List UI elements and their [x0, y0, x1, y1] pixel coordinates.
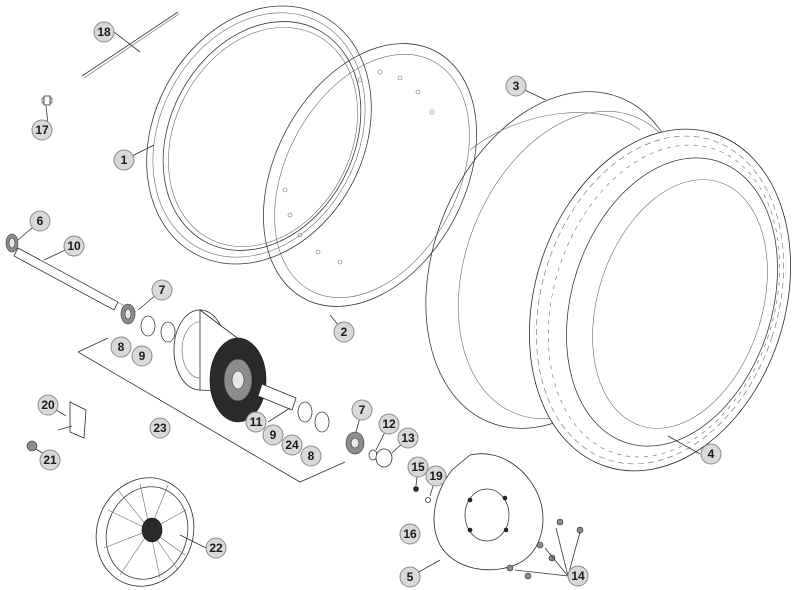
- svg-text:19: 19: [429, 469, 443, 483]
- rim-band-part: [263, 43, 477, 307]
- spacer-right-part: [257, 383, 330, 433]
- svg-text:9: 9: [139, 349, 146, 363]
- spacer-left-part: [140, 315, 176, 343]
- callout-20: 20: [37, 394, 59, 416]
- callout-21: 21: [39, 449, 61, 471]
- callout-5: 5: [399, 566, 421, 588]
- svg-text:8: 8: [308, 449, 315, 463]
- svg-text:17: 17: [35, 123, 49, 137]
- rim-part: [146, 5, 372, 265]
- svg-text:14: 14: [571, 569, 585, 583]
- svg-text:5: 5: [407, 570, 414, 584]
- callout-10: 10: [63, 235, 85, 257]
- bearing-right-part: [345, 431, 365, 455]
- callout-7-left: 7: [151, 279, 173, 301]
- callout-6: 6: [29, 210, 51, 232]
- bearing-left-part: [120, 303, 136, 325]
- svg-text:3: 3: [513, 79, 520, 93]
- svg-text:21: 21: [43, 453, 57, 467]
- axle-nut-part: [375, 448, 393, 468]
- rim-lock-part: [57, 401, 87, 439]
- callout-13: 13: [397, 427, 419, 449]
- svg-text:4: 4: [708, 447, 715, 461]
- callout-15: 15: [407, 456, 429, 478]
- svg-text:18: 18: [97, 25, 111, 39]
- callout-12: 12: [378, 413, 400, 435]
- assembly-bracket: [77, 337, 346, 483]
- svg-text:2: 2: [341, 325, 348, 339]
- callout-23: 23: [149, 417, 171, 439]
- callout-9-right: 9: [262, 424, 284, 446]
- disc-bolt-part: [413, 486, 431, 503]
- callout-18: 18: [93, 21, 115, 43]
- callout-8-left: 8: [110, 336, 132, 358]
- disc-screws-part: [506, 518, 584, 580]
- svg-text:7: 7: [359, 403, 366, 417]
- callout-24: 24: [281, 434, 303, 456]
- svg-text:9: 9: [270, 428, 277, 442]
- callout-11: 11: [245, 411, 267, 433]
- tyre-part: [528, 128, 792, 472]
- svg-text:15: 15: [411, 460, 425, 474]
- hub-part: [173, 309, 267, 423]
- callout-9-left: 9: [131, 345, 153, 367]
- svg-text:23: 23: [153, 421, 167, 435]
- spoke-nipple-part: [41, 95, 53, 106]
- rim-lock-nut-part: [26, 440, 38, 452]
- callout-7-right: 7: [351, 399, 373, 421]
- svg-text:7: 7: [159, 283, 166, 297]
- svg-text:24: 24: [285, 438, 299, 452]
- svg-text:22: 22: [209, 541, 223, 555]
- callout-16: 16: [399, 523, 421, 545]
- callout-3: 3: [505, 75, 527, 97]
- callout-4: 4: [700, 443, 722, 465]
- svg-text:20: 20: [41, 398, 55, 412]
- callout-8-right: 8: [300, 445, 322, 467]
- svg-text:16: 16: [403, 527, 417, 541]
- callout-22: 22: [205, 537, 227, 559]
- brake-disc-part: [433, 453, 544, 571]
- axle-part: [13, 247, 137, 313]
- callout-17: 17: [31, 119, 53, 141]
- svg-text:10: 10: [67, 239, 81, 253]
- callout-19: 19: [425, 465, 447, 487]
- callout-14: 14: [567, 565, 589, 587]
- svg-text:13: 13: [401, 431, 415, 445]
- callout-2: 2: [333, 321, 355, 343]
- svg-text:12: 12: [382, 417, 396, 431]
- seal-part: [5, 233, 19, 253]
- svg-text:8: 8: [118, 340, 125, 354]
- complete-wheel-part: [95, 477, 195, 587]
- svg-text:11: 11: [250, 415, 263, 429]
- svg-text:6: 6: [37, 214, 44, 228]
- callout-1: 1: [113, 149, 135, 171]
- svg-text:1: 1: [121, 153, 128, 167]
